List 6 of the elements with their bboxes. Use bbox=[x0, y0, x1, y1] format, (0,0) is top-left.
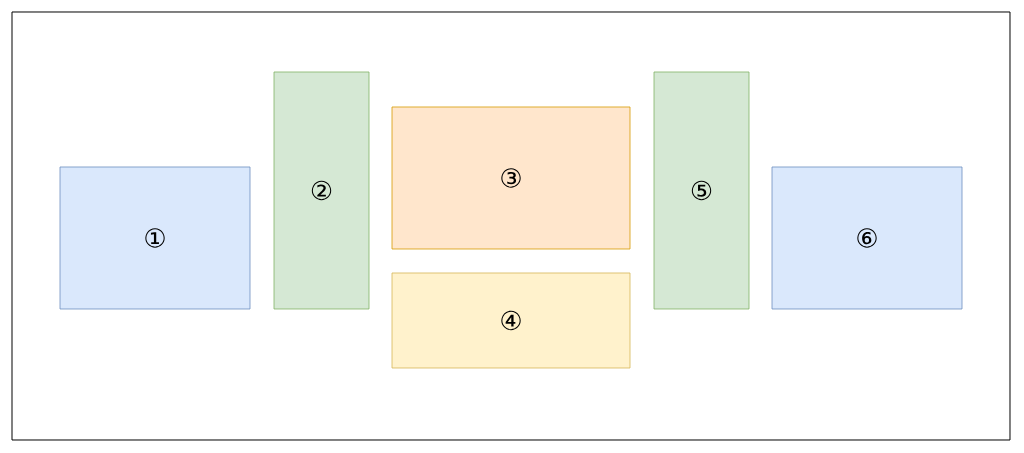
numbered-box: ② bbox=[273, 71, 370, 310]
numbered-box: ① bbox=[59, 166, 251, 310]
numbered-box: ⑤ bbox=[653, 71, 750, 310]
numbered-box: ⑥ bbox=[771, 166, 963, 310]
numbered-box: ④ bbox=[391, 272, 631, 369]
numbered-box: ③ bbox=[391, 106, 631, 250]
